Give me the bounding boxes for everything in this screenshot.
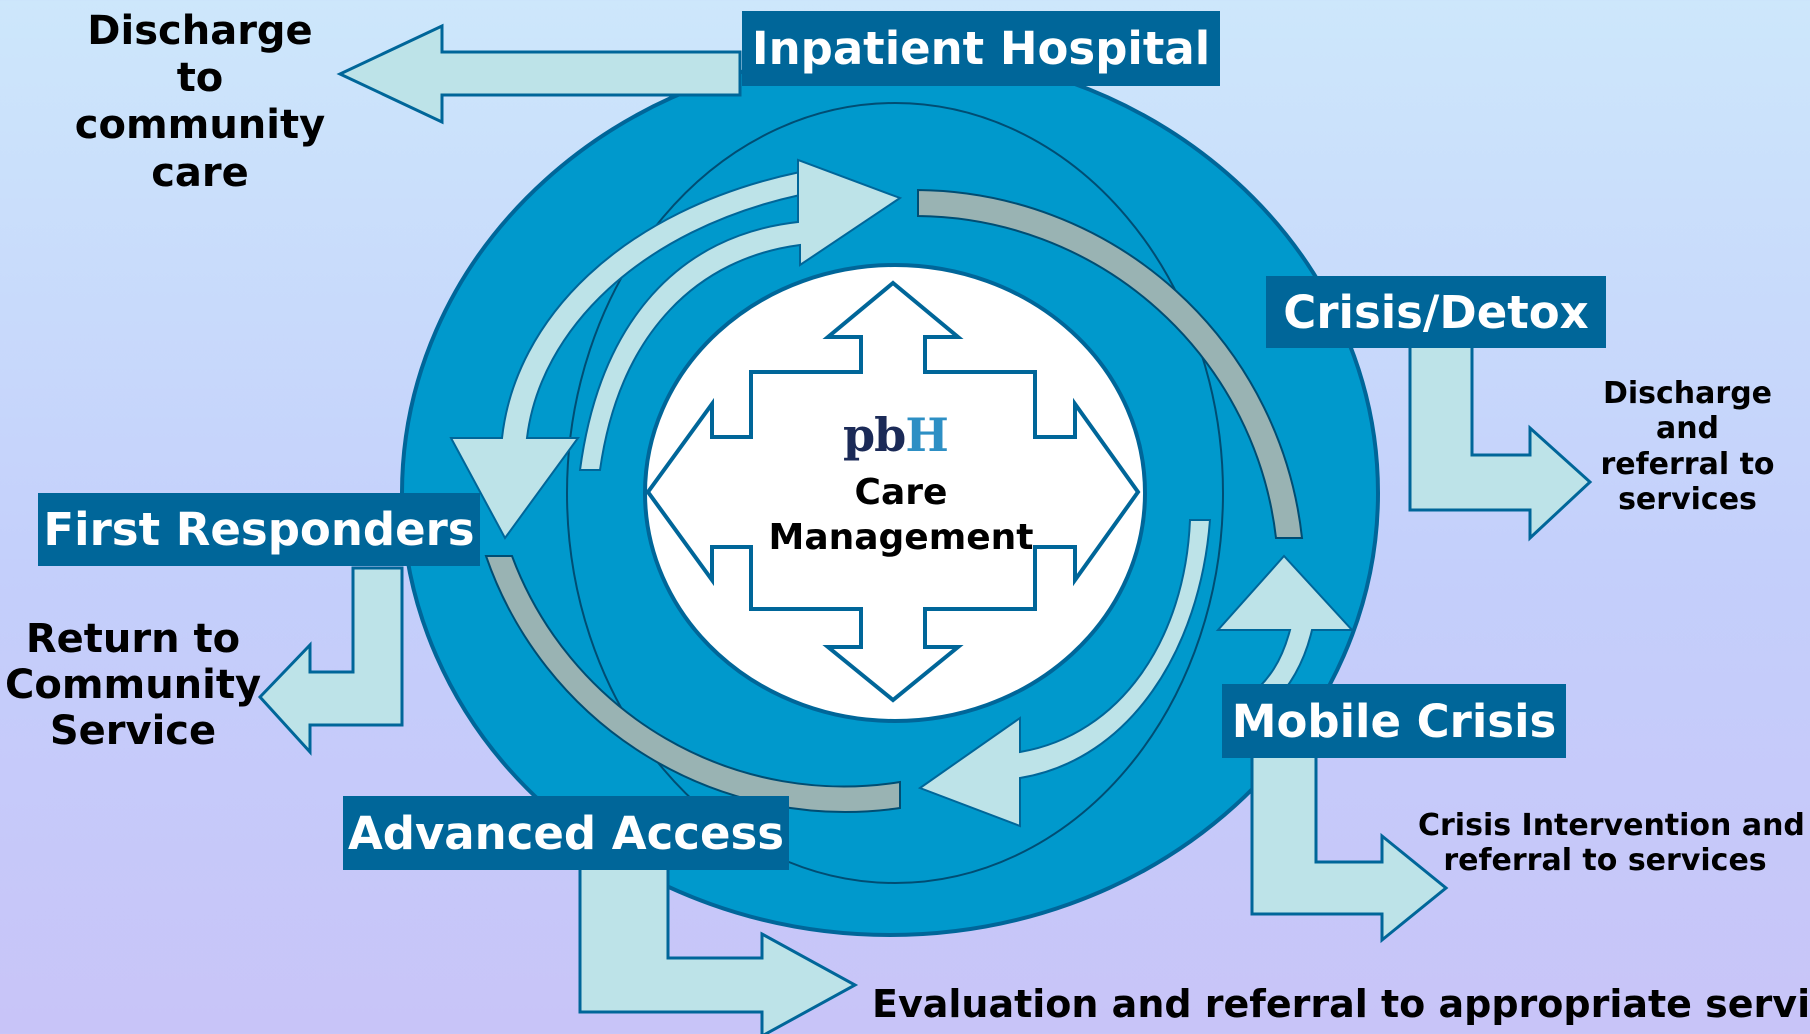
note-crisis-intervention: Crisis Intervention and referral to serv… [1418, 808, 1805, 879]
arrow-discharge-community [336, 23, 742, 125]
center-care-management: Care Management [768, 472, 1034, 558]
box-mobile-crisis: Mobile Crisis [1222, 684, 1566, 758]
cycle-arrow-top-right [578, 158, 903, 471]
cycle-arrow-left-down [449, 170, 801, 540]
box-advanced-access: Advanced Access [343, 796, 789, 870]
four-way-arrow [645, 280, 1141, 703]
note-discharge-referral: Discharge and referral to services [1600, 376, 1775, 518]
cycle-arrow-bottom-left [917, 519, 1212, 828]
pbh-logo: pbH [843, 408, 949, 462]
box-crisis-detox: Crisis/Detox [1266, 276, 1606, 348]
inner-ring [566, 102, 1224, 884]
arrow-mobile-crisis-out [1250, 753, 1449, 944]
arrow-advanced-access-out [578, 864, 859, 1034]
gray-arc-left [484, 555, 901, 813]
arrow-crisis-detox-out [1408, 343, 1593, 542]
note-discharge-community: Discharge to community care [74, 8, 326, 196]
note-return-community: Return to Community Service [5, 616, 262, 754]
box-first-responders: First Responders [38, 493, 480, 566]
gray-arc-right [917, 188, 1304, 539]
box-inpatient-hospital: Inpatient Hospital [742, 11, 1220, 86]
arrow-first-responders-out [257, 566, 404, 756]
note-evaluation: Evaluation and referral to appropriate s… [872, 982, 1810, 1026]
